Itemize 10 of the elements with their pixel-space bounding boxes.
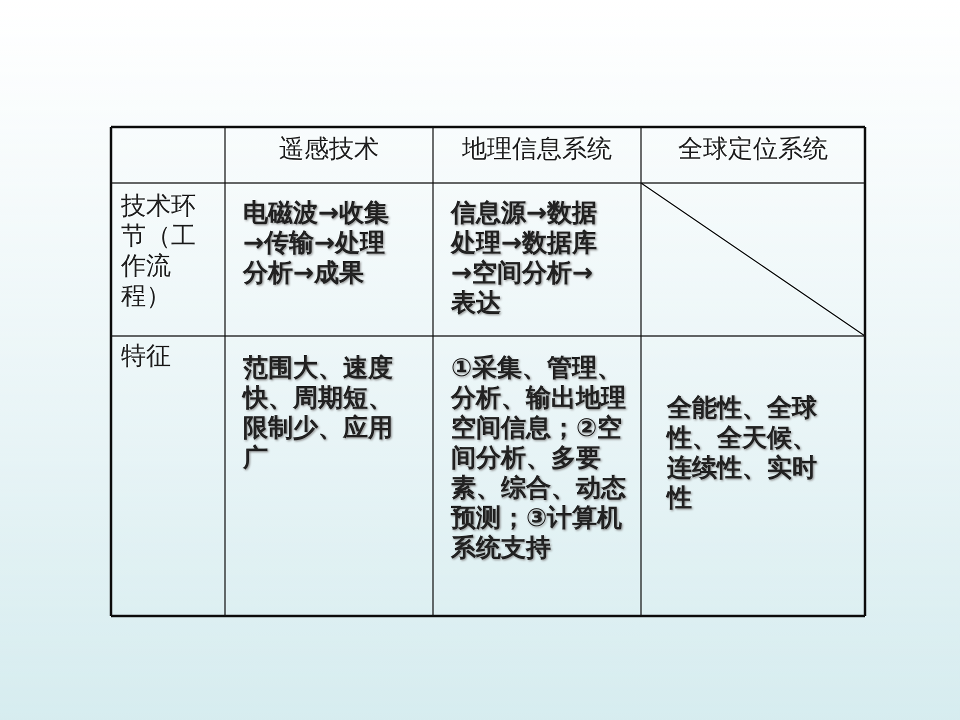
table-cell-text: 电磁波→收集→传输→处理分析→成果 [243, 198, 390, 288]
table-cell-text: 范围大、速度快、周期短、限制少、应用广 [243, 353, 394, 473]
table-cell-text: ①采集、管理、分析、输出地理空间信息；②空间分析、多要素、综合、动态预测；③计算机系统支持 [451, 353, 627, 563]
column-header: 遥感技术 [278, 134, 380, 164]
column-header: 全球定位系统 [677, 134, 829, 164]
row-header: 技术环节（工作流程） [121, 191, 197, 311]
table-cell-text: 信息源→数据处理→数据库→空间分析→表达 [451, 198, 598, 318]
column-header: 地理信息系统 [461, 134, 613, 164]
table-cell-text: 全能性、全球性、全天候、连续性、实时性 [667, 393, 818, 513]
row-header: 特征 [121, 341, 172, 371]
